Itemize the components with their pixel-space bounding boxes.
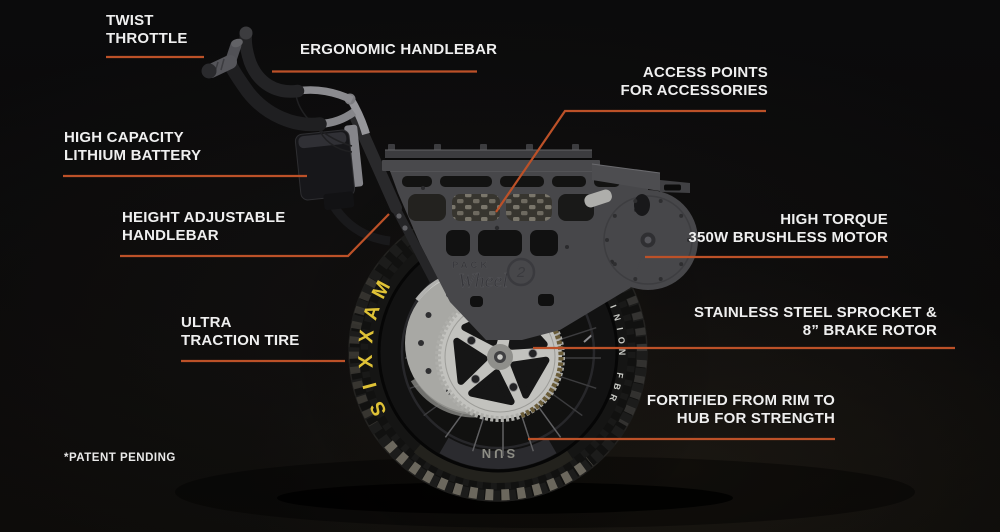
svg-text:I: I xyxy=(359,380,382,391)
callout-label: ACCESS POINTS xyxy=(642,64,768,81)
far-grip xyxy=(239,27,305,98)
callout-height-adjustable: HEIGHT ADJUSTABLE HANDLEBAR xyxy=(122,209,285,244)
tread-highlight-left xyxy=(349,277,378,427)
frame-logo: PACK Wheel 2 xyxy=(452,257,536,292)
callout-twist-throttle: TWIST THROTTLE xyxy=(106,12,188,47)
callout-line-height-adjustable xyxy=(120,213,390,258)
callout-label: HANDLEBAR xyxy=(122,226,219,244)
controller-box xyxy=(323,191,355,210)
callout-line-access-points xyxy=(495,109,766,213)
motor-hub xyxy=(584,189,693,285)
callout-label: TWIST xyxy=(106,12,154,29)
near-grip xyxy=(223,57,327,132)
callout-label: HIGH TORQUE xyxy=(780,211,888,228)
callout-label: HUB FOR STRENGTH xyxy=(676,409,835,427)
patent-pending-footnote: *PATENT PENDING xyxy=(64,452,176,464)
callout-label: STAINLESS STEEL SPROCKET & xyxy=(693,304,937,321)
plate-windows xyxy=(408,194,594,221)
chain-on-sprocket xyxy=(518,314,564,419)
svg-text:A: A xyxy=(359,302,384,322)
svg-text:B: B xyxy=(611,382,623,392)
svg-text:X: X xyxy=(355,354,378,370)
svg-text:PACK: PACK xyxy=(452,260,490,271)
svg-text:N: N xyxy=(617,349,627,356)
callout-label: LITHIUM BATTERY xyxy=(64,146,202,164)
callout-access-points: ACCESS POINTS FOR ACCESSORIES xyxy=(621,64,768,99)
callout-traction-tire: ULTRA TRACTION TIRE xyxy=(181,314,299,349)
far-bar-silver xyxy=(297,86,354,104)
svg-text:I: I xyxy=(615,327,625,331)
callout-label: TRACTION TIRE xyxy=(181,331,300,349)
callout-lithium-battery: HIGH CAPACITY LITHIUM BATTERY xyxy=(64,129,201,164)
tread-highlight-bottom xyxy=(384,440,594,501)
callout-label: FOR ACCESSORIES xyxy=(620,81,768,99)
svg-text:X: X xyxy=(355,328,379,345)
callout-label: FORTIFIED FROM RIM TO xyxy=(646,392,835,409)
callout-brushless-motor: HIGH TORQUE 350W BRUSHLESS MOTOR xyxy=(688,211,888,246)
svg-text:2: 2 xyxy=(516,264,526,281)
tire-markings: M A X X I S M I N I O N F B R xyxy=(355,277,627,419)
battery-pack xyxy=(294,124,364,210)
rack-tail-slot xyxy=(664,184,681,191)
sidewall-sheen xyxy=(413,441,574,483)
callout-label: ERGONOMIC HANDLEBAR xyxy=(300,41,498,58)
plate-slots-mid xyxy=(446,230,558,307)
twist-throttle-part xyxy=(201,38,243,79)
svg-text:F: F xyxy=(614,372,625,380)
rack-rails xyxy=(382,144,690,193)
rim-brand-text: SUN xyxy=(479,446,515,461)
callout-label: HIGH CAPACITY xyxy=(64,129,184,146)
throttle-endcap xyxy=(201,63,217,79)
rim-bottom-highlight xyxy=(439,437,557,469)
callout-fortified-rim: FORTIFIED FROM RIM TO HUB FOR STRENGTH xyxy=(647,392,835,427)
callout-label: 350W BRUSHLESS MOTOR xyxy=(688,228,888,246)
svg-text:R: R xyxy=(607,393,619,403)
callout-sprocket-rotor: STAINLESS STEEL SPROCKET & 8” BRAKE ROTO… xyxy=(694,304,937,339)
callout-label: HEIGHT ADJUSTABLE xyxy=(122,209,286,226)
callout-label: 8” BRAKE ROTOR xyxy=(802,321,937,339)
far-grip-endcap xyxy=(239,26,253,40)
svg-text:O: O xyxy=(616,336,627,344)
svg-text:I: I xyxy=(608,303,618,309)
callout-ergonomic-handlebar: ERGONOMIC HANDLEBAR xyxy=(300,41,497,59)
callout-label: THROTTLE xyxy=(106,29,188,47)
rack-frame: PACK Wheel 2 xyxy=(382,144,698,340)
callout-label: ULTRA xyxy=(181,314,232,331)
svg-text:N: N xyxy=(611,313,622,322)
idler-roller xyxy=(584,189,612,208)
handlebar-assembly xyxy=(201,26,370,153)
svg-text:Wheel: Wheel xyxy=(458,270,508,292)
callout-lines xyxy=(63,55,955,441)
